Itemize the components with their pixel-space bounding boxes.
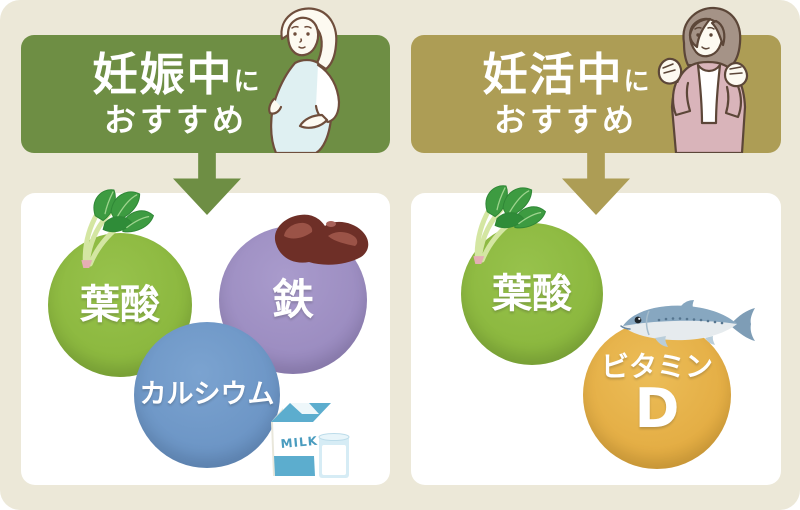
pregnant-woman-illustration: [248, 3, 360, 153]
pregnancy-subtitle: おすすめ: [103, 100, 248, 139]
liver-icon: [268, 204, 374, 270]
pregnancy-title: 妊娠中に: [47, 49, 305, 101]
nutrient-label-folate-right: 葉酸: [492, 271, 572, 317]
preconception-title: 妊活中に: [437, 49, 695, 101]
nutrient-label-calcium: カルシウム: [139, 378, 275, 410]
milk-label: MILK: [280, 434, 318, 451]
nutrient-circle-folate-right: 葉酸: [461, 223, 603, 365]
cheering-woman-illustration: [650, 3, 768, 153]
pregnancy-header-text: 妊娠中に おすすめ: [47, 49, 305, 138]
nutrient-label-iron: 鉄: [271, 274, 314, 324]
preconception-title-suffix: に: [623, 67, 650, 97]
fish-icon: [615, 298, 757, 350]
nutrient-circle-vitamin-d: ビタミン D: [583, 321, 731, 469]
preconception-title-main: 妊活中: [482, 48, 624, 101]
nutrient-label-vitamin-d-letter: D: [634, 377, 680, 441]
spinach-icon: [452, 182, 554, 266]
milk-carton-icon: MILK: [258, 388, 356, 480]
nutrient-label-folate-left: 葉酸: [80, 282, 160, 328]
pregnancy-title-suffix: に: [233, 67, 260, 97]
nutrient-label-vitamin: ビタミン: [600, 349, 713, 383]
preconception-subtitle: おすすめ: [493, 100, 638, 139]
preconception-header-text: 妊活中に おすすめ: [437, 49, 695, 138]
pregnancy-title-main: 妊娠中: [92, 48, 234, 101]
spinach-icon: [60, 186, 162, 270]
nutrient-circle-calcium: カルシウム: [134, 322, 280, 468]
